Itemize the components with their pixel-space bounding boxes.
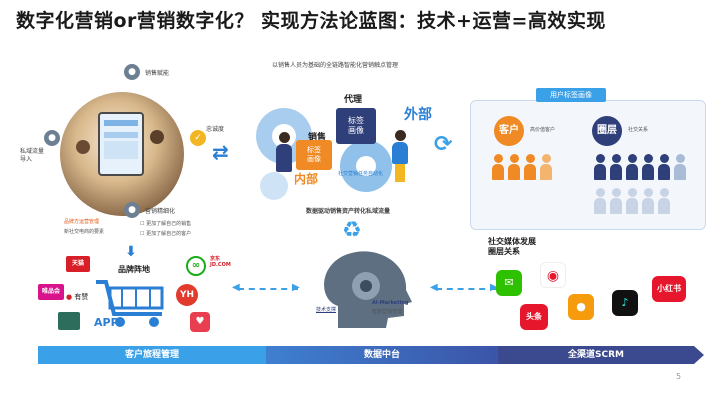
tmall-logo: 天猫 <box>66 256 90 272</box>
download-icon: ⬇ <box>125 244 137 260</box>
store-logo <box>58 312 80 330</box>
check-icon: ✓ <box>190 130 206 146</box>
woman-figure <box>392 130 408 184</box>
person-icon <box>594 154 606 180</box>
agent-label: 代理 <box>344 95 363 105</box>
person-icon <box>594 188 606 214</box>
bottom-bar-arrowhead <box>694 346 704 364</box>
center-caption: 以销售人员为基础的全链路智能化营销触点管理 <box>272 62 399 69</box>
label-loyalty: 忠诚度 <box>206 126 225 133</box>
target-icon: ● <box>124 202 140 218</box>
person-icon <box>674 154 686 180</box>
recycle-icon: ♻ <box>342 218 362 243</box>
user-icon: ● <box>124 64 140 80</box>
brand-info-line2: 新社交电商的要素 <box>64 229 105 235</box>
shopping-cart-icon <box>96 280 164 327</box>
sales-label: 销售 <box>308 133 327 143</box>
inner-label: 内部 <box>294 172 319 186</box>
label-marketing-fine: 营销精细化 <box>145 208 176 215</box>
person-icon <box>626 188 638 214</box>
customer-people-row <box>492 154 552 180</box>
tag-card-2: 标签画像 <box>336 108 376 144</box>
kuaishou-icon: ● <box>568 294 594 320</box>
arrow-left-icon: ◀ <box>430 282 438 293</box>
social-title-1: 社交媒体发展 <box>488 237 536 246</box>
ai-sub-label: 智能营销管理 <box>372 309 403 315</box>
person-icon <box>658 188 670 214</box>
label-sales-enable: 销售赋能 <box>145 70 170 77</box>
ai-label: AI-Marketing <box>372 300 409 306</box>
xiaohongshu-logo: 小红书 <box>652 276 686 302</box>
man-figure <box>276 132 292 172</box>
person-icon <box>610 154 622 180</box>
arrow-right-icon: ▶ <box>292 282 300 293</box>
label-private-traffic: 私域流量 <box>20 148 45 155</box>
tag-card-1: 标签画像 <box>296 140 332 170</box>
arrow-left-icon: ◀ <box>232 282 240 293</box>
page-title: 数字化营销or营销数字化？ 实现方法论蓝图：技术+运营=高效实现 <box>16 10 606 32</box>
label-private-traffic-2: 导入 <box>20 156 33 163</box>
page-number: 5 <box>676 372 682 381</box>
customer-circle: 客户 <box>494 116 524 146</box>
toutiao-logo: 头条 <box>520 304 548 330</box>
person-silhouette <box>150 130 164 144</box>
vip-logo: 唯品会 <box>38 284 64 300</box>
exchange-arrows-icon: ⇄ <box>212 140 229 164</box>
auto-label: 社交营销任务自动化 <box>338 171 384 177</box>
person-icon <box>492 154 504 180</box>
brand-land-label: 品牌阵地 <box>118 265 150 274</box>
ai-head-illustration <box>324 251 412 328</box>
yh-logo: YH <box>176 284 198 306</box>
brand-info-line1: 品牌方运营管理 <box>64 219 100 225</box>
check-item-1: ☐ 更加了解自己的销售 <box>140 221 192 227</box>
check-item-2: ☐ 更加了解自己的客户 <box>140 231 192 237</box>
bottom-segment-1: 客户旅程管理 <box>38 346 266 364</box>
refresh-arrows-icon: ⟳ <box>434 132 453 157</box>
tiktok-icon: ♪ <box>612 290 638 316</box>
portrait-badge: 用户标签画像 <box>536 88 606 102</box>
outer-label: 外部 <box>404 107 432 123</box>
arrow-right-icon: ▶ <box>490 282 498 293</box>
bottom-segment-3: 全渠道SCRM <box>498 346 694 364</box>
dashed-connector-left <box>238 288 298 290</box>
circle-people-row-2 <box>594 188 670 214</box>
circle-circle: 圈层 <box>592 116 622 146</box>
data-driven-label: 数据驱动销售资产转化私域流量 <box>306 208 391 215</box>
app-label: APP <box>94 316 119 329</box>
circle-sub-label: 社交关系 <box>628 127 649 133</box>
person-icon <box>658 154 670 180</box>
bottom-segment-2: 数据中台 <box>266 346 498 364</box>
person-icon <box>642 188 654 214</box>
heart-logo: ♥ <box>190 312 210 332</box>
customer-sub-label: 高价值客户 <box>530 127 556 133</box>
person-silhouette <box>76 140 90 154</box>
person-icon <box>626 154 638 180</box>
person-icon <box>540 154 552 180</box>
miniprogram-icon: ∞ <box>186 256 206 276</box>
person-icon <box>642 154 654 180</box>
youzan-logo: ● 有赞 <box>66 293 89 301</box>
person-icon <box>524 154 536 180</box>
weibo-icon: ◉ <box>540 262 566 288</box>
person-icon <box>610 188 622 214</box>
people-icon: ● <box>44 130 60 146</box>
dashed-connector-right <box>436 288 496 290</box>
tablet-image <box>98 112 144 176</box>
wechat-icon: ✉ <box>496 270 522 296</box>
person-icon <box>508 154 520 180</box>
circle-people-row-1 <box>594 154 686 180</box>
tech-label: 技术支撑 <box>316 307 337 313</box>
social-title-2: 圈层关系 <box>488 247 520 256</box>
